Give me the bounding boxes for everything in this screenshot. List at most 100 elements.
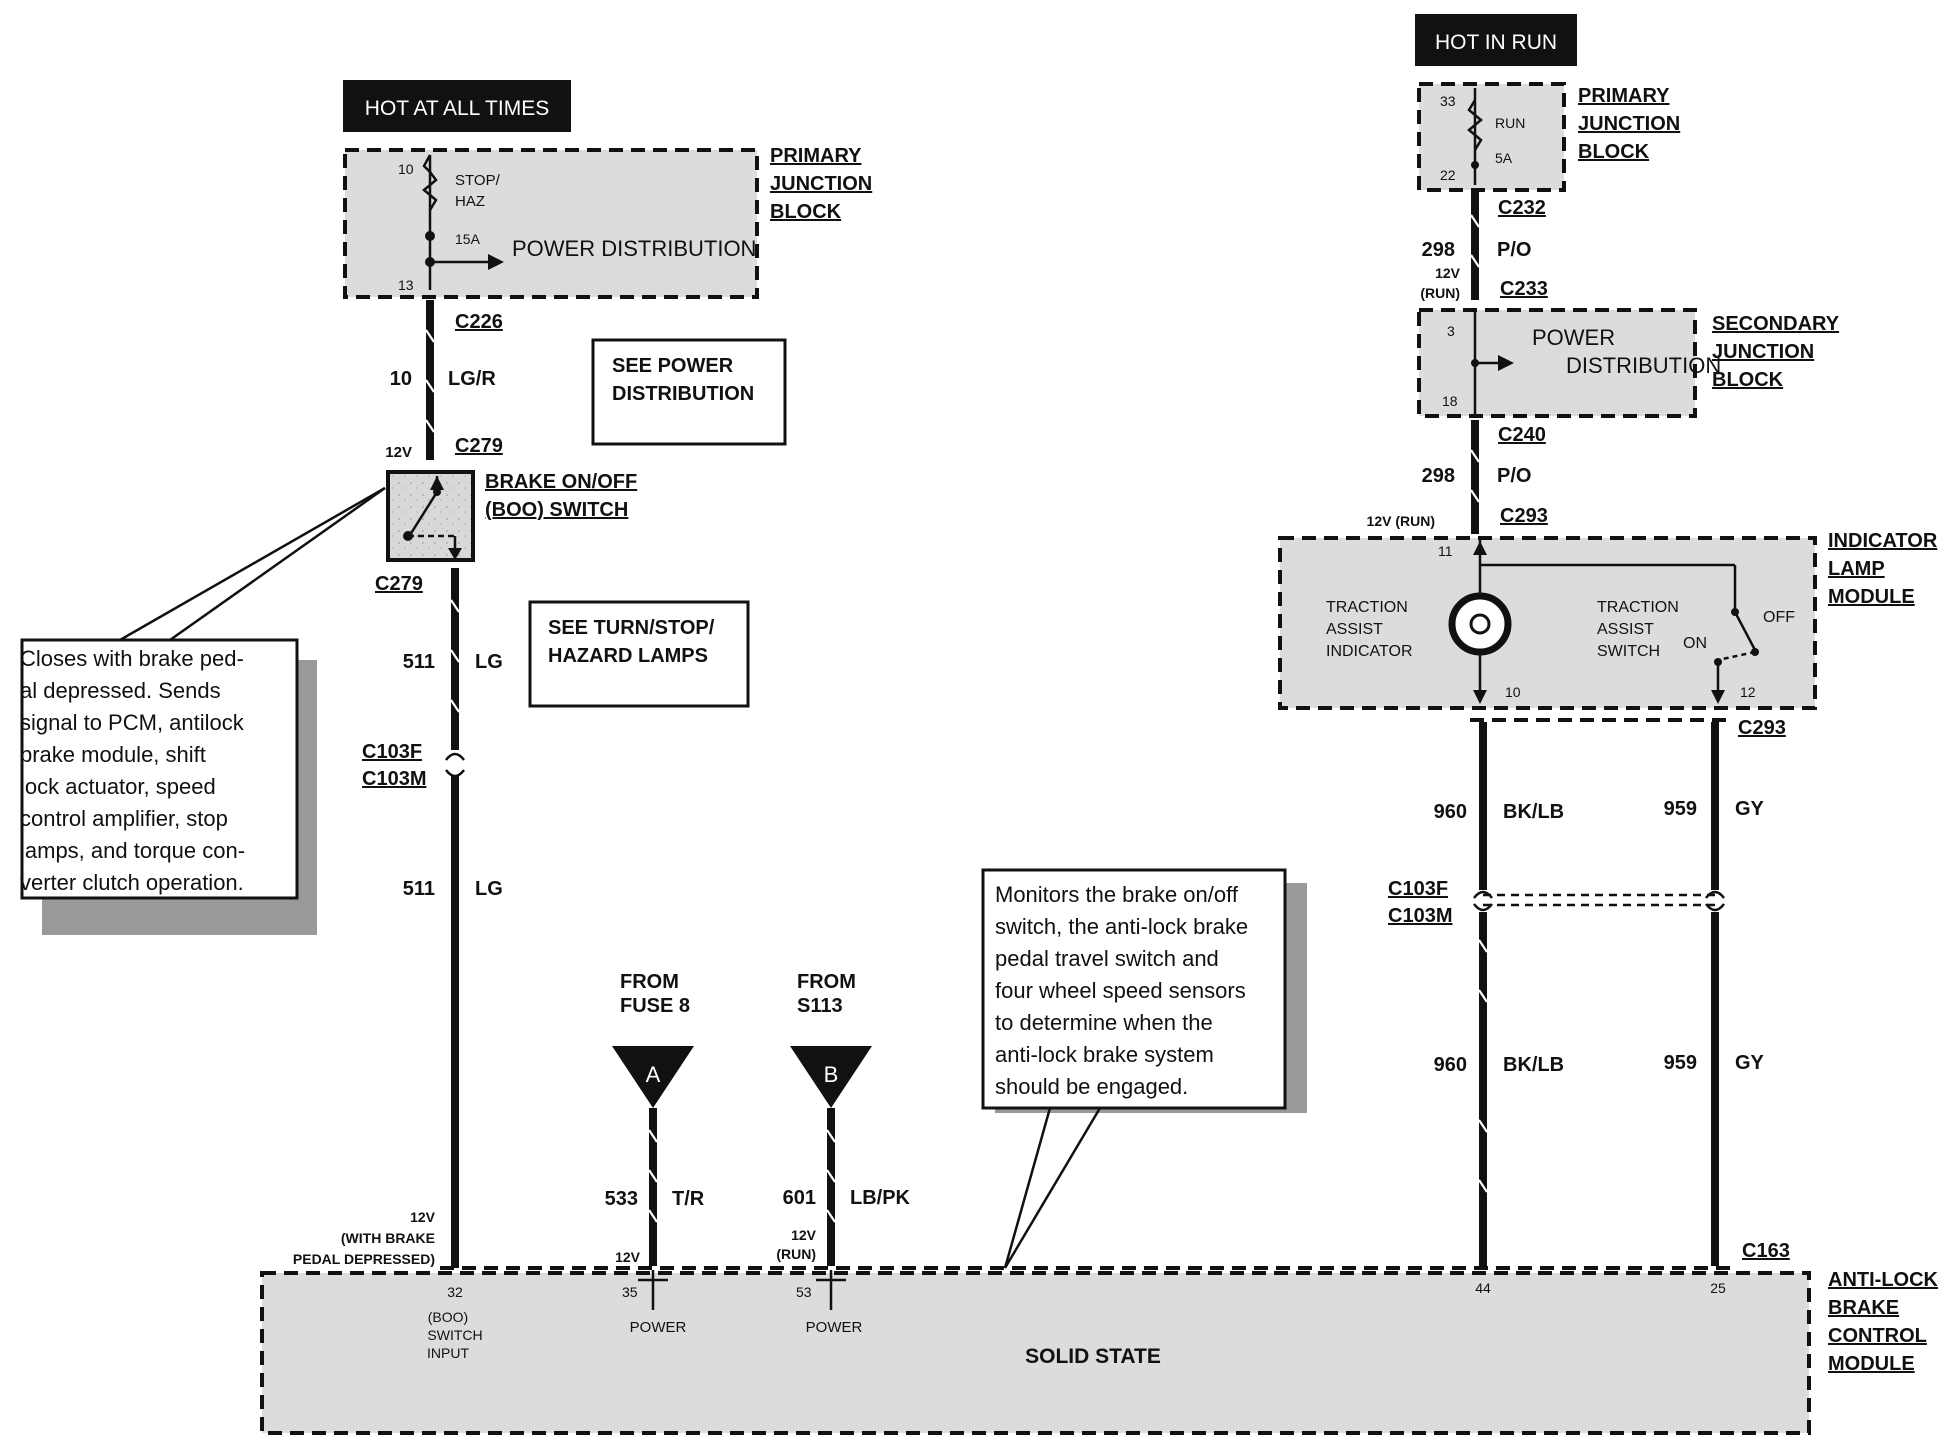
connector-c103f-right: C103F xyxy=(1388,878,1448,900)
wire-533-number: 533 xyxy=(605,1188,638,1210)
abs-name-3: CONTROL xyxy=(1828,1325,1927,1347)
voltage-brake-1: 12V xyxy=(410,1209,436,1225)
wire-298-upper-color: P/O xyxy=(1497,239,1531,261)
voltage-p53-2: (RUN) xyxy=(776,1246,816,1262)
connector-c279-bottom: C279 xyxy=(375,573,423,595)
wire-601-color: LB/PK xyxy=(850,1187,911,1209)
voltage-p35: 12V xyxy=(615,1249,641,1265)
pjb-right-pin-out: 22 xyxy=(1440,167,1456,183)
note-right-line-3: pedal travel switch and xyxy=(995,946,1219,971)
abs-name-4: MODULE xyxy=(1828,1353,1915,1375)
pjb-left-name-1: PRIMARY xyxy=(770,145,862,167)
pjb-left-name-2: JUNCTION xyxy=(770,173,872,195)
wire-533-color: T/R xyxy=(672,1188,705,1210)
sjb-name-1: SECONDARY xyxy=(1712,313,1840,335)
see-turn-line-2: HAZARD LAMPS xyxy=(548,645,708,667)
abs-power-35: POWER xyxy=(630,1319,687,1336)
ilm-indicator-1: TRACTION xyxy=(1326,599,1408,616)
note-left-line-5: lock actuator, speed xyxy=(20,774,216,799)
abs-pin-53: 53 xyxy=(796,1284,812,1300)
connector-a-letter: A xyxy=(646,1062,661,1087)
sjb-pin-in: 3 xyxy=(1447,323,1455,339)
anti-lock-brake-control-module xyxy=(260,1271,1811,1435)
wire-298-upper-number: 298 xyxy=(1422,239,1455,261)
abs-pin-32: 32 xyxy=(447,1284,463,1300)
abs-power-53: POWER xyxy=(806,1319,863,1336)
ilm-indicator-2: ASSIST xyxy=(1326,621,1383,638)
hot-at-all-times-banner xyxy=(343,80,571,132)
ilm-switch-3: SWITCH xyxy=(1597,643,1660,660)
note-left-line-7: lamps, and torque con- xyxy=(20,838,245,863)
sjb-name-2: JUNCTION xyxy=(1712,341,1814,363)
ilm-name-3: MODULE xyxy=(1828,586,1915,608)
sjb-name-3: BLOCK xyxy=(1712,369,1784,391)
ilm-switch-1: TRACTION xyxy=(1597,599,1679,616)
abs-pin-35: 35 xyxy=(622,1284,638,1300)
s113-from-2: S113 xyxy=(797,995,843,1017)
note-right-line-1: Monitors the brake on/off xyxy=(995,882,1239,907)
pjb-right-fuse: RUN xyxy=(1495,115,1525,131)
sjb-pin-out: 18 xyxy=(1442,393,1458,409)
see-power-line-2: DISTRIBUTION xyxy=(612,383,754,405)
note-right-line-2: switch, the anti-lock brake xyxy=(995,914,1248,939)
note-right-line-5: to determine when the xyxy=(995,1010,1213,1035)
ilm-switch-2: ASSIST xyxy=(1597,621,1654,638)
hot-at-all-times-label: HOT AT ALL TIMES xyxy=(365,97,549,120)
voltage-c233-2: (RUN) xyxy=(1420,285,1460,301)
abs-boo-input-3: INPUT xyxy=(427,1345,469,1361)
wire-298-lower-number: 298 xyxy=(1422,465,1455,487)
pjb-right-name-3: BLOCK xyxy=(1578,141,1650,163)
voltage-c233-1: 12V xyxy=(1435,265,1461,281)
connector-b-triangle xyxy=(790,1046,872,1108)
voltage-c279: 12V xyxy=(385,444,412,461)
hot-in-run-label: HOT IN RUN xyxy=(1435,31,1557,54)
wire-298-lower-color: P/O xyxy=(1497,465,1531,487)
voltage-p53-1: 12V xyxy=(791,1227,817,1243)
connector-c293-bottom: C293 xyxy=(1738,717,1786,739)
see-turn-line-1: SEE TURN/STOP/ xyxy=(548,617,715,639)
abs-name-1: ANTI-LOCK xyxy=(1828,1269,1939,1291)
secondary-junction-block xyxy=(1417,308,1697,418)
connector-a-triangle xyxy=(612,1046,694,1108)
ilm-on: ON xyxy=(1683,635,1707,652)
connector-c103m-left: C103M xyxy=(362,768,426,790)
note-left-line-4: brake module, shift xyxy=(20,742,206,767)
see-turn-stop-hazard-box xyxy=(528,600,750,708)
pjb-right-name-2: JUNCTION xyxy=(1578,113,1680,135)
abs-boo-input-1: (BOO) xyxy=(428,1309,468,1325)
voltage-brake-2: (WITH BRAKE xyxy=(341,1230,435,1246)
wire-10-number: 10 xyxy=(390,368,412,390)
voltage-c293: 12V (RUN) xyxy=(1367,513,1435,529)
ilm-pin-top: 11 xyxy=(1438,543,1453,559)
connector-c233: C233 xyxy=(1500,278,1548,300)
pjb-left-amp: 15A xyxy=(455,231,481,247)
abs-pin-25: 25 xyxy=(1710,1280,1726,1296)
abs-name-2: BRAKE xyxy=(1828,1297,1899,1319)
ilm-pin-switch: 12 xyxy=(1740,684,1756,700)
wire-959-upper-color: GY xyxy=(1735,798,1765,820)
ilm-pin-lamp: 10 xyxy=(1505,684,1521,700)
boo-switch-name-1: BRAKE ON/OFF xyxy=(485,471,637,493)
note-left-line-6: control amplifier, stop xyxy=(20,806,228,831)
fuse8-from-1: FROM xyxy=(620,971,679,993)
wire-960-lower-color: BK/LB xyxy=(1503,1054,1564,1076)
ilm-name-2: LAMP xyxy=(1828,558,1885,580)
pjb-left-power-distribution: POWER DISTRIBUTION xyxy=(512,236,756,261)
connector-c103m-right: C103M xyxy=(1388,905,1452,927)
see-power-distribution-box xyxy=(591,338,787,446)
connector-c240: C240 xyxy=(1498,424,1546,446)
see-power-line-1: SEE POWER xyxy=(612,355,734,377)
wire-959-upper-number: 959 xyxy=(1664,798,1697,820)
note-left-line-2: al depressed. Sends xyxy=(20,678,221,703)
note-abs-module xyxy=(981,868,1287,1110)
wire-960-upper-number: 960 xyxy=(1434,801,1467,823)
pjb-right-amp: 5A xyxy=(1495,150,1513,166)
note-left-line-1: Closes with brake ped- xyxy=(20,646,244,671)
wire-511-upper-color: LG xyxy=(475,651,503,673)
primary-junction-block-left xyxy=(343,148,759,299)
connector-c293-top: C293 xyxy=(1500,505,1548,527)
note-left-line-3: signal to PCM, antilock xyxy=(20,710,245,735)
primary-junction-block-right xyxy=(1417,82,1566,192)
traction-assist-indicator-lamp xyxy=(1448,592,1512,656)
